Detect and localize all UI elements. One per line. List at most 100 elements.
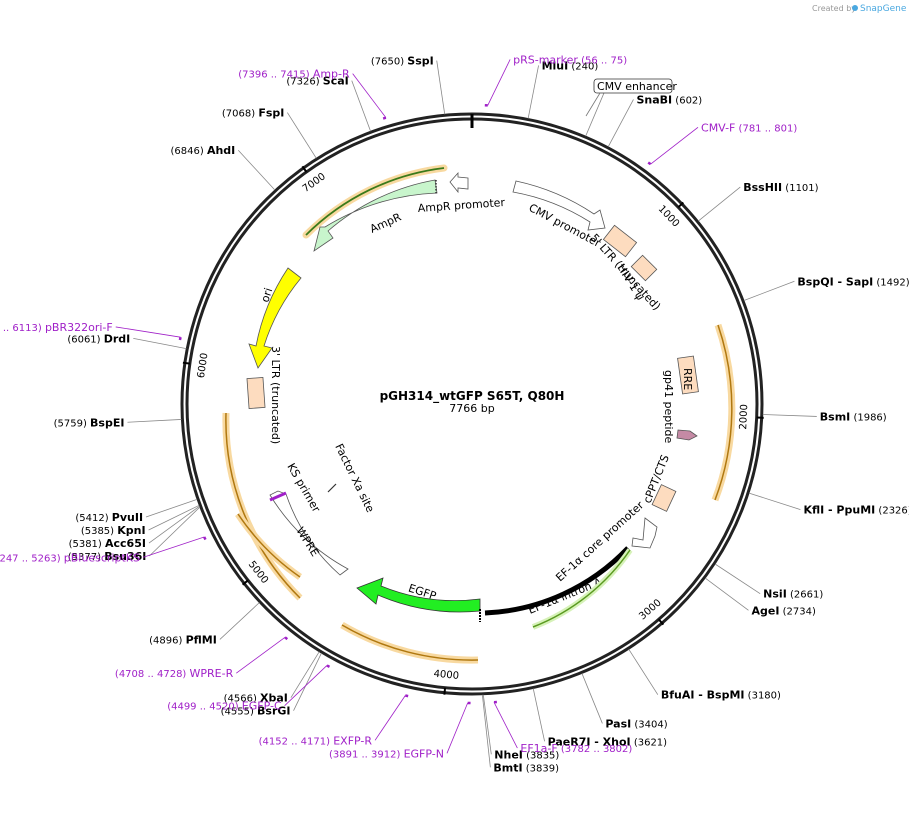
feature-cppt-cts[interactable]: cPPT/CTS <box>641 453 677 512</box>
primer-leader-line <box>284 665 328 706</box>
tick-label: 2000 <box>738 404 750 430</box>
restriction-site[interactable]: SnaBI (602) <box>607 93 702 148</box>
site-leader-line <box>148 505 200 544</box>
restriction-site[interactable]: (7068) FspI <box>222 107 317 159</box>
site-label: (5385) KpnI <box>81 524 146 537</box>
ampr-promoter-label: AmpR promoter <box>417 196 506 215</box>
tick-mark <box>657 618 665 626</box>
primer-mark <box>382 116 387 120</box>
restriction-site[interactable]: (7650) SspI <box>371 55 446 115</box>
primer-site[interactable]: pRS-marker (56 .. 75) <box>484 53 627 107</box>
restriction-site[interactable]: (6061) DrdI <box>67 332 187 350</box>
credit-brand: SnapGene <box>860 4 907 14</box>
site-leader-line <box>237 149 276 191</box>
site-label: NheI (3835) <box>494 748 559 761</box>
feature-cmv-enhancer[interactable]: CMV enhancer <box>585 78 677 117</box>
primer-site[interactable]: CMV-F (781 .. 801) <box>647 121 797 166</box>
site-label: PaeR7I - XhoI (3621) <box>548 735 668 748</box>
restriction-site[interactable]: NheI (3835) <box>482 694 559 761</box>
site-label: (5759) BspEI <box>54 416 125 429</box>
site-leader-line <box>532 688 545 742</box>
restriction-site[interactable]: NsiI (2661) <box>714 563 823 601</box>
restriction-site[interactable]: AgeI (2734) <box>704 577 816 617</box>
restriction-site[interactable]: KflI - PpuMI (2326) <box>748 492 909 517</box>
site-leader-line <box>585 86 608 137</box>
feature-rre[interactable]: RRE <box>677 355 699 395</box>
feature-3-ltr[interactable]: 3' LTR (truncated) <box>246 346 282 444</box>
primer-leader-line <box>493 702 518 749</box>
primer-site[interactable]: (6094 .. 6113) pBR322ori-F <box>0 321 182 341</box>
restriction-site[interactable]: BsmI (1986) <box>762 410 887 423</box>
site-label: (4555) BsrGI <box>221 705 291 718</box>
restriction-site[interactable]: (5412) PvuII <box>75 498 198 524</box>
snapgene-logo-icon <box>852 5 858 11</box>
primer-mark <box>326 664 331 668</box>
tick-mark <box>182 361 191 365</box>
restriction-site[interactable]: PasI (3404) <box>581 673 668 730</box>
site-label: BfuAI - BspMI (3180) <box>661 689 781 702</box>
primer-leader-line <box>446 702 469 754</box>
credit: Created by SnapGene <box>812 4 907 14</box>
site-leader-line <box>698 186 741 222</box>
feature-factor-xa[interactable]: Factor Xa site <box>327 442 377 515</box>
site-label: (4896) PflMI <box>149 633 217 646</box>
restriction-site[interactable]: BfuAI - BspMI (3180) <box>628 648 781 702</box>
primer-site[interactable]: (3891 .. 3912) EGFP-N <box>329 701 471 760</box>
feature-ampr-promoter[interactable]: AmpR promoter <box>417 171 506 215</box>
primer-site[interactable]: (4152 .. 4171) EXFP-R <box>259 694 409 747</box>
primer-site[interactable]: (4499 .. 4520) EGFP-C <box>167 664 331 713</box>
primer-label: (4499 .. 4520) EGFP-C <box>167 700 282 713</box>
restriction-site[interactable]: (4566) XbaI <box>224 651 320 705</box>
site-label: BspQI - SapI (1492) <box>797 275 909 288</box>
restriction-site[interactable]: (5385) KpnI <box>81 504 200 537</box>
primer-site[interactable]: (7396 .. 7415) Amp-R <box>238 68 387 120</box>
restriction-site[interactable]: MluI (240) <box>527 59 598 119</box>
restriction-site[interactable]: BssHII (1101) <box>698 181 819 222</box>
primer-site[interactable]: (4708 .. 4728) WPRE-R <box>115 636 289 680</box>
site-label: (6846) AhdI <box>171 144 236 157</box>
site-leader-line <box>482 694 492 755</box>
restriction-site[interactable]: (4555) BsrGI <box>221 652 322 718</box>
feature-egfp[interactable]: EGFP <box>356 577 481 622</box>
site-label: (5412) PvuII <box>75 511 143 524</box>
3-ltr-label: 3' LTR (truncated) <box>269 346 282 444</box>
restriction-site[interactable]: (5759) BspEI <box>54 416 182 429</box>
restriction-site[interactable]: (6846) AhdI <box>171 144 276 191</box>
site-label: (5381) Acc65I <box>69 537 146 550</box>
restriction-site[interactable]: BspQI - SapI (1492) <box>743 275 909 301</box>
restriction-site[interactable]: (5377) Bsu36I <box>68 506 201 563</box>
factor-xa-label: Factor Xa site <box>332 442 377 515</box>
ori-label: ori <box>258 286 275 304</box>
gp41-label: gp41 peptide <box>662 370 675 444</box>
plasmid-size: 7766 bp <box>449 402 494 415</box>
primer-leader-line <box>236 637 286 674</box>
site-label: BssHII (1101) <box>743 181 818 194</box>
restriction-site[interactable]: BmtI (3839) <box>481 694 559 774</box>
site-leader-line <box>127 419 182 423</box>
feature-ori[interactable]: ori <box>248 267 302 369</box>
site-leader-line <box>704 577 749 611</box>
primer-leader-line <box>142 536 205 558</box>
primer-label: (3891 .. 3912) EGFP-N <box>329 747 444 760</box>
restriction-site[interactable]: (5381) Acc65I <box>69 505 200 550</box>
primer-mark <box>405 694 409 698</box>
restriction-site[interactable]: (4896) PflMI <box>149 602 260 647</box>
site-leader-line <box>748 492 801 510</box>
primer-leader-line <box>487 59 511 106</box>
site-leader-line <box>481 694 491 768</box>
site-label: (7068) FspI <box>222 107 284 120</box>
primer-leader-line <box>115 326 181 338</box>
primer-site[interactable]: EF1a-F (3782 .. 3802) <box>493 700 632 755</box>
primer-leader-line <box>352 73 387 118</box>
primer-site[interactable]: (5247 .. 5263) pBluescriptKS <box>0 536 207 564</box>
site-leader-line <box>581 673 603 724</box>
primer-leader-line <box>650 126 699 165</box>
site-label: (7650) SspI <box>371 55 434 68</box>
site-leader-line <box>148 504 200 531</box>
primer-label: CMV-F (781 .. 801) <box>701 121 797 134</box>
restriction-site[interactable]: PaeR7I - XhoI (3621) <box>532 688 668 748</box>
feature-gp41-peptide[interactable]: gp41 peptide <box>662 370 698 444</box>
restriction-site[interactable]: (7326) ScaI <box>286 75 371 132</box>
primer-mark <box>647 161 652 166</box>
